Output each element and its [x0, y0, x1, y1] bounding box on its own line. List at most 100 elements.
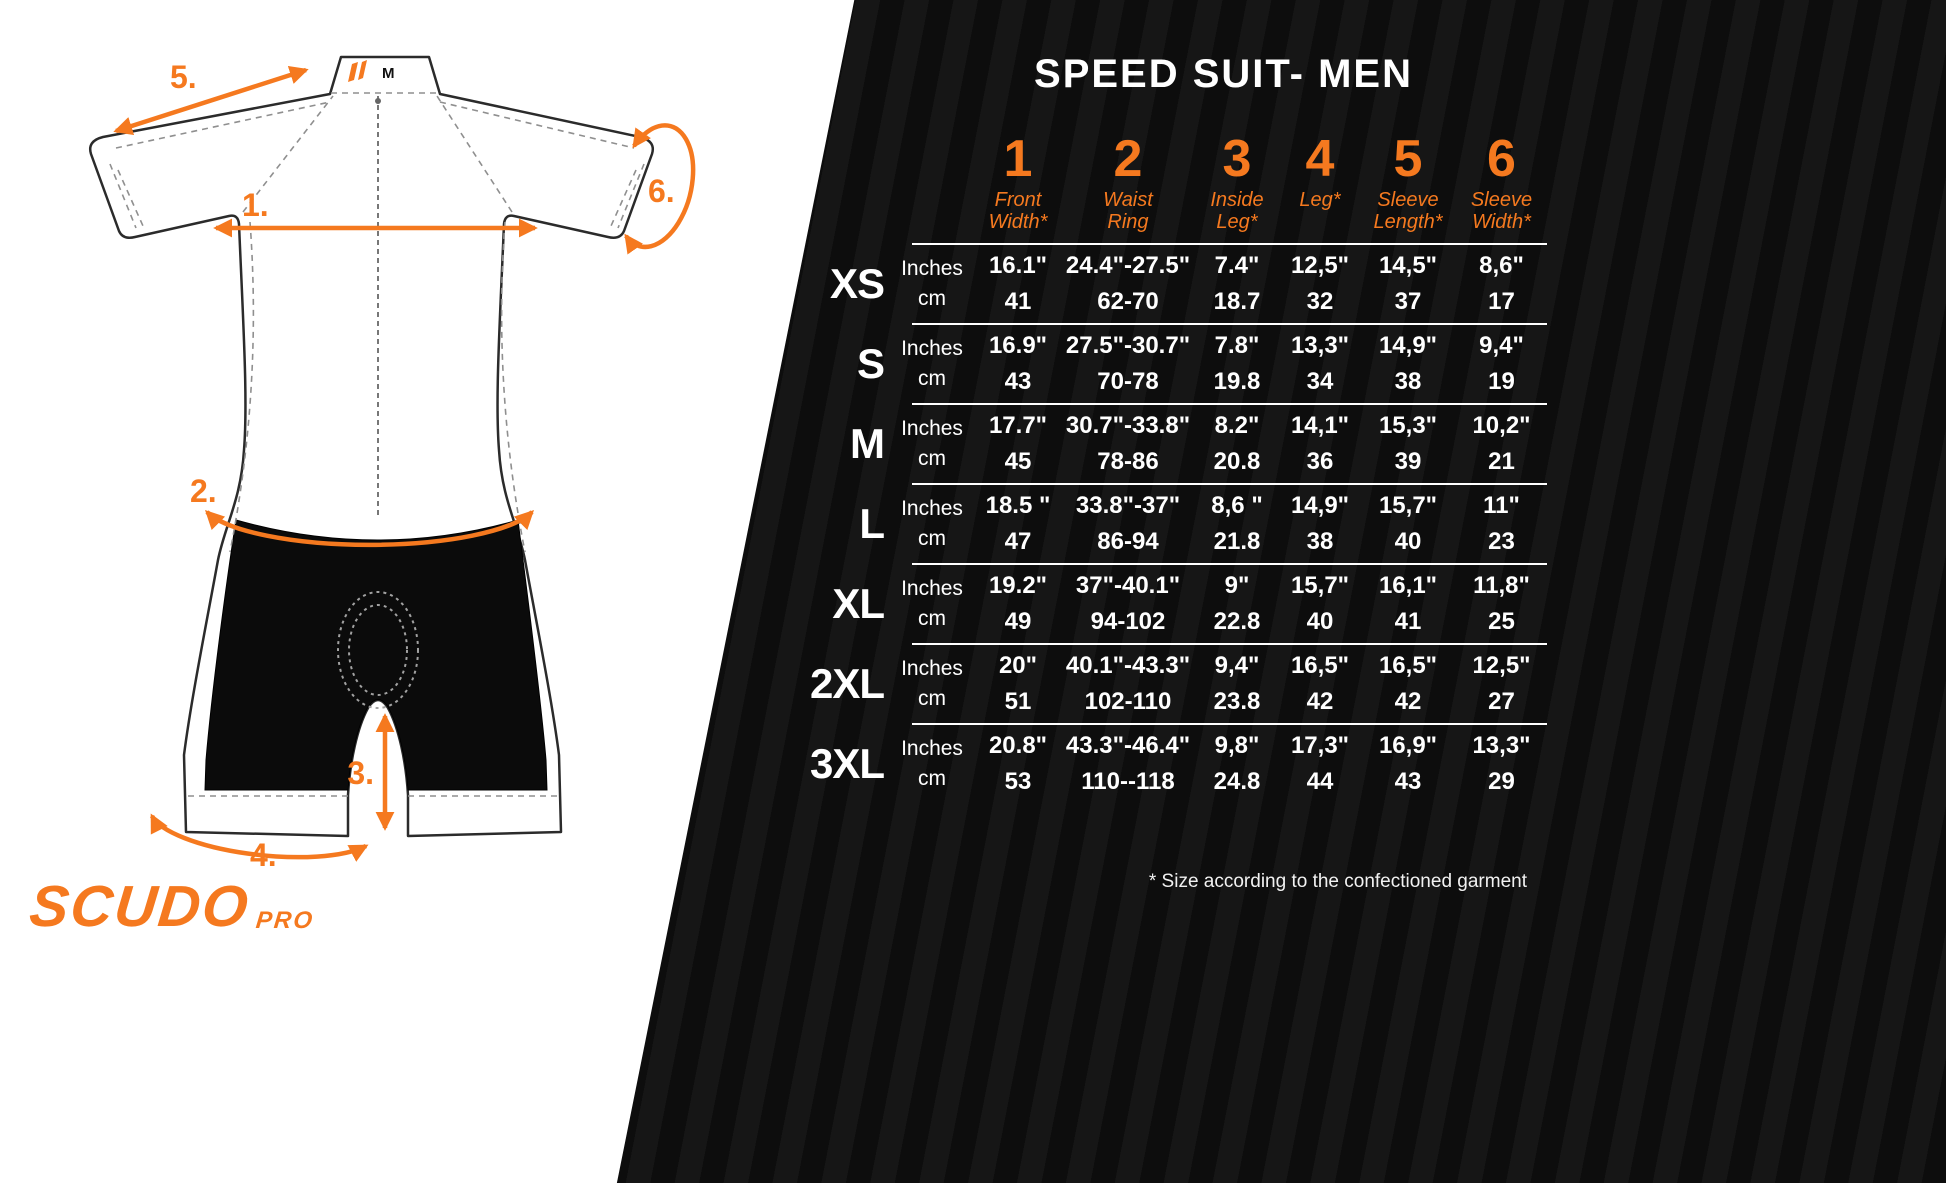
value-cm: 27 — [1488, 688, 1515, 715]
column-label: Leg* — [1299, 189, 1341, 211]
value-cm: 36 — [1306, 448, 1334, 475]
measure-label-6: 6. — [648, 173, 675, 209]
value-cm: 86-94 — [1097, 528, 1159, 555]
measurement-cell: 17.7"45 — [974, 408, 1062, 480]
row-separator — [912, 723, 1547, 725]
value-cm: 19.8 — [1213, 368, 1261, 395]
value-cm: 37 — [1394, 288, 1422, 315]
value-cm: 42 — [1306, 688, 1334, 715]
value-cm: 42 — [1394, 688, 1422, 715]
column-number: 3 — [1222, 130, 1252, 188]
measurement-cell: 9,4"19 — [1456, 328, 1547, 400]
value-cm: 102-110 — [1084, 688, 1172, 715]
measurement-cell: 12,5"27 — [1456, 648, 1547, 720]
unit-inches: Inches — [901, 496, 963, 520]
measurement-cell: 7.8"19.8 — [1194, 328, 1280, 400]
measurement-cell: 16.1" 41 — [974, 248, 1062, 320]
unit-cm: cm — [918, 367, 946, 390]
unit-inches: Inches — [901, 416, 963, 440]
measurement-cell: 40.1"-43.3" 102-110 — [1062, 648, 1194, 720]
value-inches: 8,6" — [1479, 252, 1524, 279]
column-label: Waist Ring — [1103, 189, 1153, 233]
value-inches: 18.5 " — [985, 492, 1051, 519]
value-cm: 34 — [1306, 368, 1334, 395]
value-cm: 43 — [1394, 768, 1422, 795]
measurement-cell: 30.7"-33.8"78-86 — [1062, 408, 1194, 480]
value-inches: 16.9" — [988, 332, 1048, 359]
measurement-cell: 14,9"38 — [1280, 488, 1360, 560]
measurement-cell: 7.4" 18.7 — [1194, 248, 1280, 320]
value-inches: 17.7" — [988, 412, 1048, 439]
value-inches: 9" — [1224, 572, 1250, 599]
value-inches: 43.3"-46.4" — [1065, 732, 1191, 759]
table-title: SPEED SUIT- MEN — [1034, 52, 1413, 96]
unit-labels: Inches cm — [890, 494, 974, 555]
value-inches: 7.4" — [1214, 252, 1260, 279]
unit-inches: Inches — [901, 336, 963, 360]
measurement-cell: 19.2"49 — [974, 568, 1062, 640]
value-cm: 44 — [1306, 768, 1334, 795]
column-number: 2 — [1113, 130, 1143, 188]
measure-arrow-2-waist-ring — [204, 510, 535, 548]
value-cm: 23.8 — [1213, 688, 1261, 715]
value-cm: 21 — [1488, 448, 1515, 475]
measurement-cell: 13,3"29 — [1456, 728, 1547, 800]
chamois-pad-inner — [348, 604, 408, 696]
header-spacer-size — [810, 133, 890, 233]
value-inches: 19.2" — [988, 572, 1048, 599]
measurement-cell: 8,6 "21.8 — [1194, 488, 1280, 560]
value-inches: 16,5" — [1378, 652, 1438, 679]
value-inches: 16,9" — [1378, 732, 1438, 759]
value-inches: 37"-40.1" — [1075, 572, 1181, 599]
value-cm: 47 — [1004, 528, 1032, 555]
unit-inches: Inches — [901, 736, 963, 760]
size-label: XS — [829, 260, 885, 307]
row-separator — [912, 243, 1547, 245]
measure-label-5: 5. — [170, 59, 197, 95]
value-inches: 20.8" — [988, 732, 1048, 759]
value-inches: 30.7"-33.8" — [1065, 412, 1191, 439]
value-cm: 25 — [1488, 608, 1515, 635]
value-cm: 41 — [1004, 288, 1032, 315]
size-label: L — [859, 500, 885, 547]
measure-arrow-5-sleeve-length — [113, 65, 309, 136]
measurement-cell: 11"23 — [1456, 488, 1547, 560]
brand-name: SCUDO — [26, 874, 253, 939]
value-inches: 16.1" — [988, 252, 1048, 279]
value-cm: 24.8 — [1213, 768, 1261, 795]
value-inches: 9,8" — [1214, 732, 1260, 759]
measurement-cell: 12,5"32 — [1280, 248, 1360, 320]
brand-suffix: PRO — [254, 906, 316, 934]
size-label: XL — [832, 580, 885, 627]
size-label: M — [850, 420, 885, 467]
unit-inches: Inches — [901, 656, 963, 680]
unit-cm: cm — [918, 447, 946, 470]
value-inches: 15,7" — [1378, 492, 1438, 519]
unit-cm: cm — [918, 527, 946, 550]
zipper-pull — [375, 98, 381, 104]
measurement-cell: 16,5" 42 — [1360, 648, 1456, 720]
value-cm: 43 — [1004, 368, 1032, 395]
value-cm: 94-102 — [1090, 608, 1166, 635]
row-separator — [912, 483, 1547, 485]
value-inches: 15,7" — [1290, 572, 1350, 599]
value-inches: 40.1"-43.3" — [1065, 652, 1191, 679]
value-inches: 13,3" — [1472, 732, 1531, 759]
column-number: 6 — [1487, 130, 1516, 188]
value-cm: 22.8 — [1213, 608, 1261, 635]
measurement-cell: 14,1" 36 — [1280, 408, 1360, 480]
value-cm: 19 — [1488, 368, 1515, 395]
value-cm: 70-78 — [1097, 368, 1159, 395]
value-cm: 18.7 — [1213, 288, 1261, 315]
measurement-cell: 15,7"40 — [1280, 568, 1360, 640]
column-number: 5 — [1393, 130, 1423, 188]
value-inches: 14,1" — [1290, 412, 1350, 439]
measurement-cell: 9" 22.8 — [1194, 568, 1280, 640]
